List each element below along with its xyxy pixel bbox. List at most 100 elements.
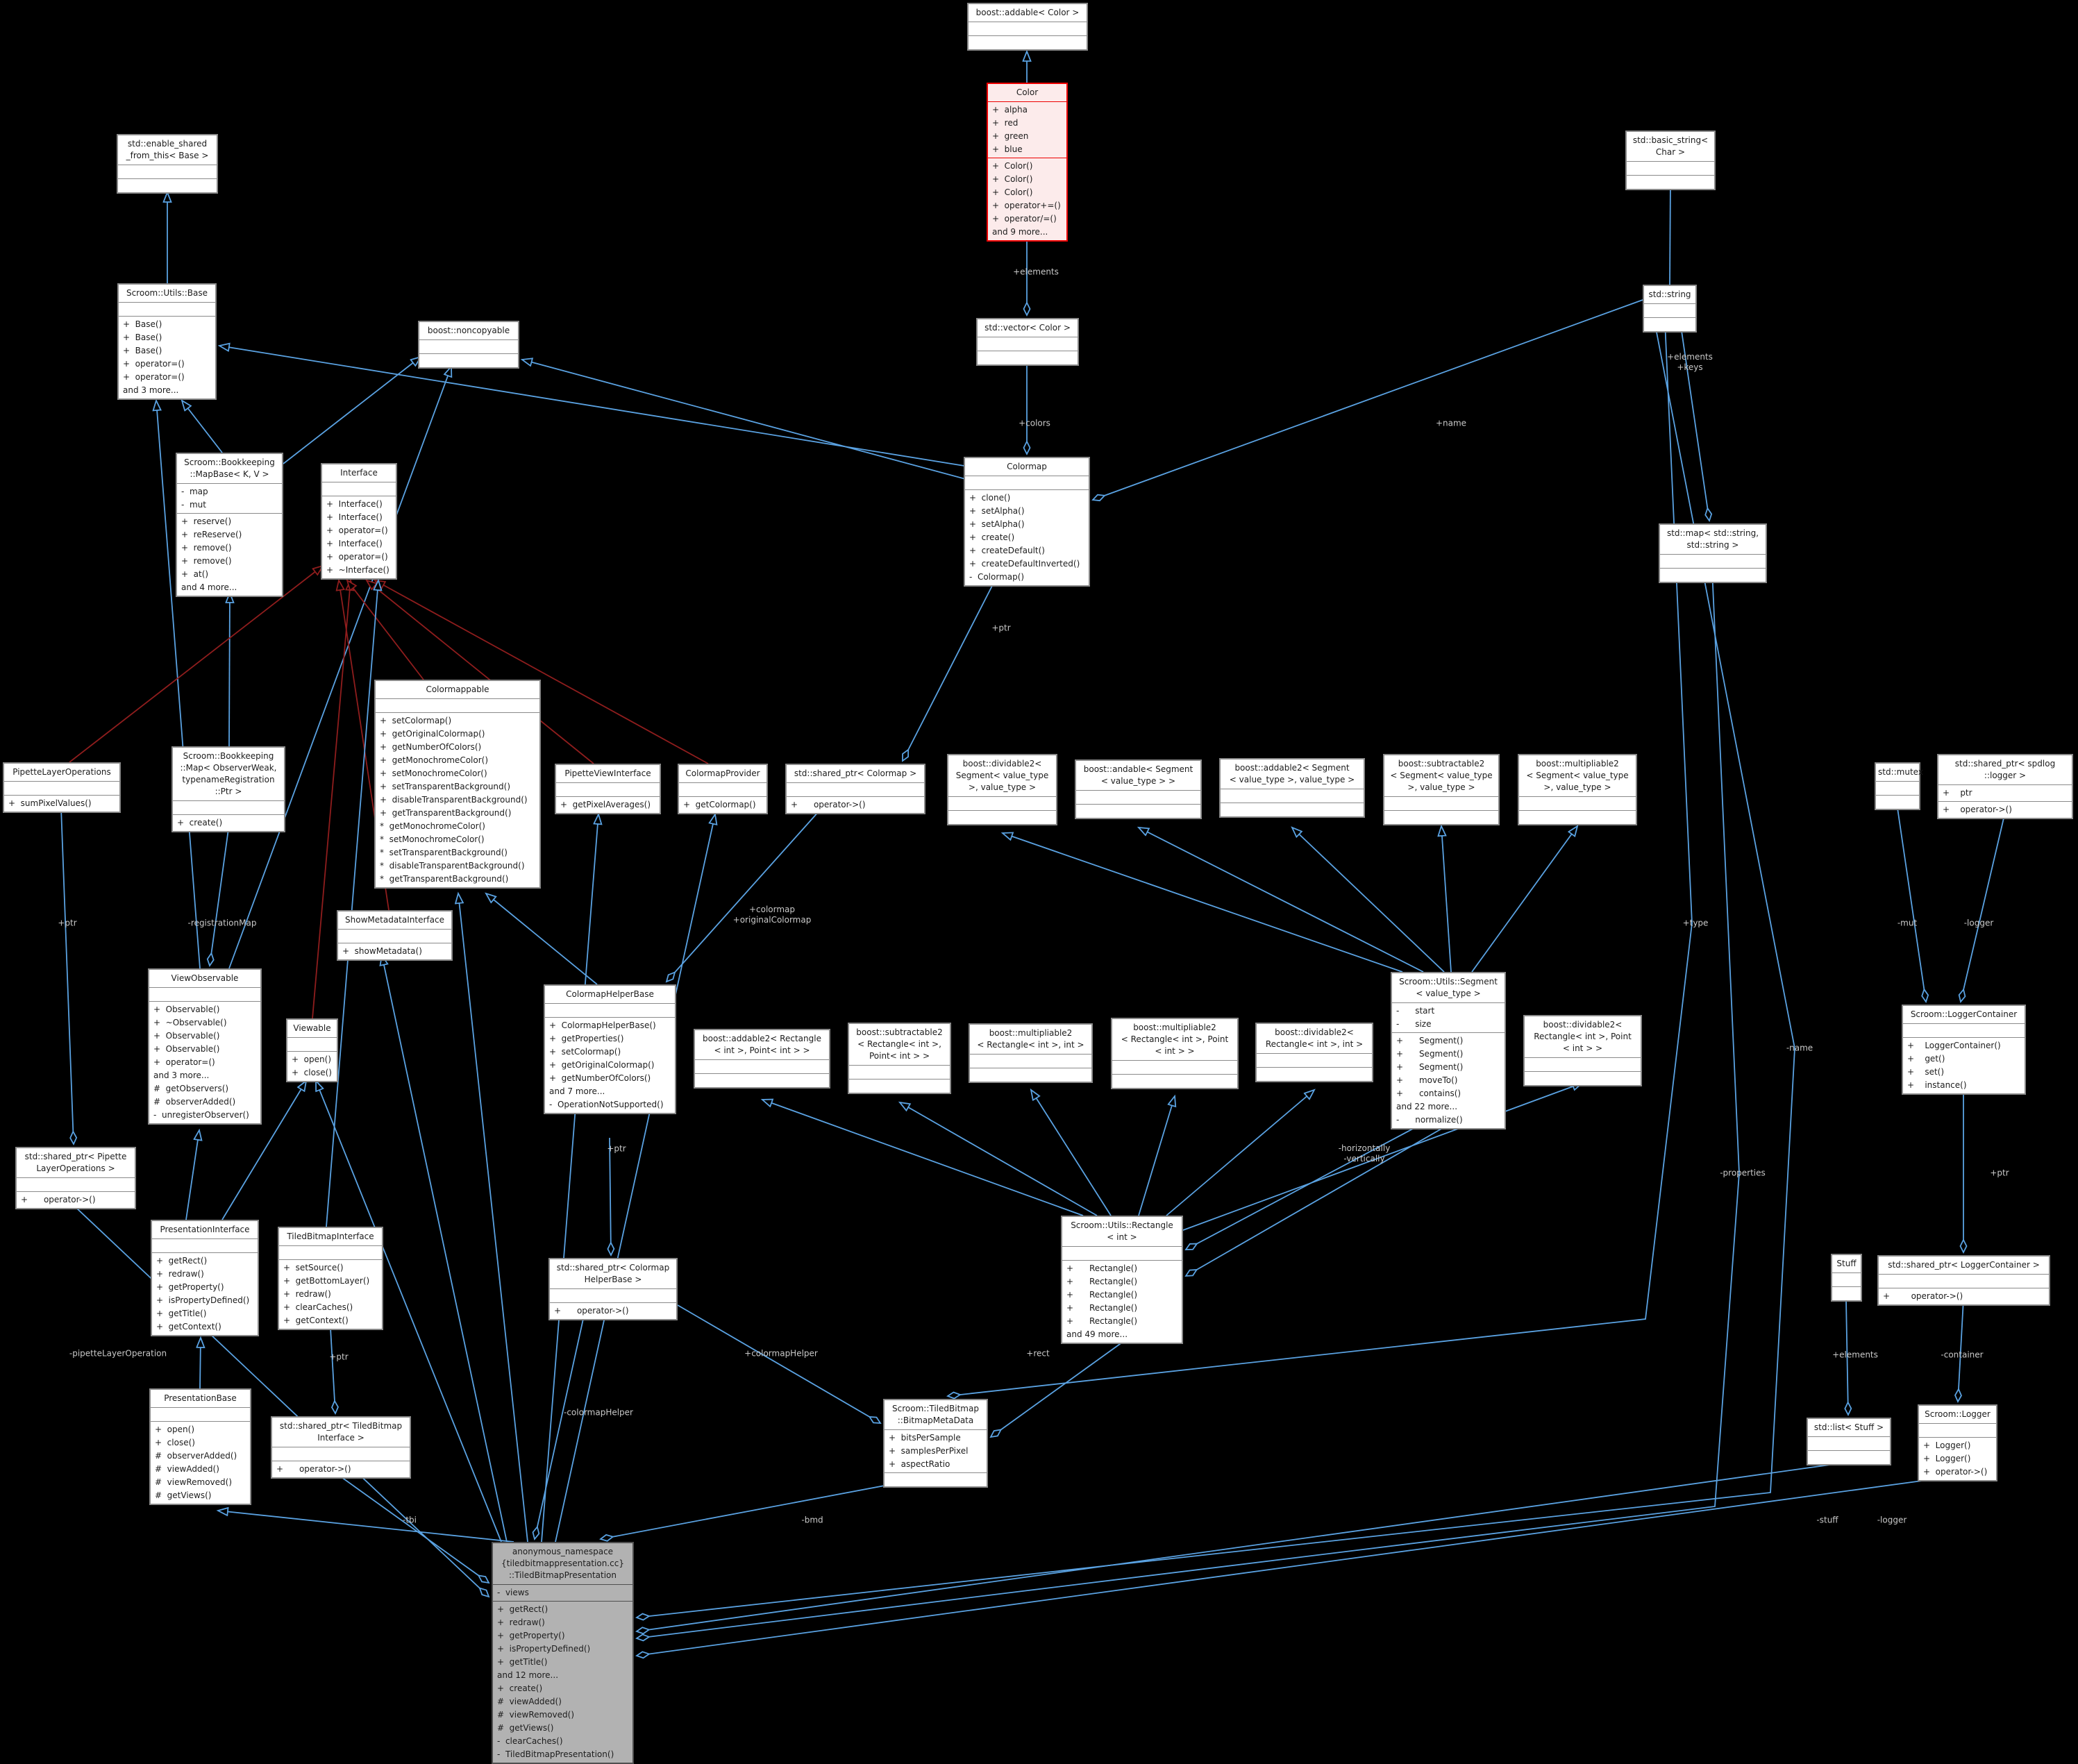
class-noncopyable[interactable]: boost::noncopyable [418, 321, 519, 369]
class-addable_color[interactable]: boost::addable< Color > [967, 3, 1088, 51]
class-viewable[interactable]: Viewable+ open()+ close() [286, 1018, 338, 1082]
method-row: and 7 more... [549, 1086, 605, 1096]
method-row: + Interface() [326, 539, 383, 548]
method-row: and 3 more... [153, 1070, 210, 1080]
class-methods-compartment: + setSource()+ getBottomLayer()+ redraw(… [279, 1260, 382, 1329]
class-pipette_view[interactable]: PipetteViewInterface+ getPixelAverages() [555, 764, 661, 814]
method-row: + Logger() [1923, 1440, 1971, 1450]
class-helper_base[interactable]: ColormapHelperBase+ ColormapHelperBase()… [544, 984, 676, 1114]
class-methods-compartment [419, 354, 518, 367]
class-attrs-compartment [679, 783, 766, 797]
class-main[interactable]: anonymous_namespace {tiledbitmappresenta… [492, 1542, 634, 1764]
edge-mutex-to-logger_container [1897, 807, 1926, 1002]
edge-sp_helper-to-bmd [677, 1304, 880, 1423]
class-mapbase[interactable]: Scroom::Bookkeeping ::MapBase< K, V >- m… [176, 453, 283, 597]
method-row: + getTitle() [497, 1657, 548, 1667]
class-vector_color[interactable]: std::vector< Color > [976, 318, 1079, 366]
class-list_stuff[interactable]: std::list< Stuff > [1807, 1418, 1891, 1465]
class-methods-compartment [1221, 803, 1364, 816]
class-view_obs[interactable]: ViewObservable+ Observable()+ ~Observabl… [148, 968, 262, 1125]
class-methods-compartment [1644, 318, 1695, 331]
class-sp_colormap[interactable]: std::shared_ptr< Colormap >+ operator->(… [785, 764, 925, 814]
method-row: # viewAdded() [155, 1464, 219, 1474]
class-addable2_seg[interactable]: boost::addable2< Segment < value_type >,… [1219, 758, 1365, 818]
method-row: + operator=() [326, 526, 388, 535]
edge-label: -colormapHelper [563, 1407, 634, 1418]
class-colormap[interactable]: Colormap+ clone()+ setAlpha()+ setAlpha(… [964, 457, 1090, 587]
class-pres_iface[interactable]: PresentationInterface+ getRect()+ redraw… [151, 1220, 259, 1336]
class-mult2_rect_int[interactable]: boost::multipliable2 < Rectangle< int >,… [969, 1023, 1093, 1083]
class-andable_seg[interactable]: boost::andable< Segment < value_type > > [1075, 759, 1202, 819]
class-methods-compartment: + Logger()+ Logger()+ operator->() [1919, 1438, 1996, 1480]
class-sub2_seg[interactable]: boost::subtractable2 < Segment< value_ty… [1383, 754, 1500, 825]
class-enable_shared[interactable]: std::enable_shared _from_this< Base > [117, 134, 218, 194]
class-base[interactable]: Scroom::Utils::Base+ Base()+ Base()+ Bas… [117, 283, 217, 400]
class-interface[interactable]: Interface+ Interface()+ Interface()+ ope… [321, 463, 397, 580]
class-mutex[interactable]: std::mutex [1875, 762, 1923, 810]
class-showmeta[interactable]: ShowMetadataInterface+ showMetadata() [337, 910, 453, 961]
class-title: Interface [322, 464, 396, 482]
class-pres_base[interactable]: PresentationBase+ open()+ close()# obser… [149, 1388, 251, 1505]
class-attrs-compartment [1384, 797, 1498, 811]
method-row: and 3 more... [123, 385, 179, 395]
class-methods-compartment: + getRect()+ redraw()+ getProperty()+ is… [493, 1602, 632, 1763]
class-scroom_logger[interactable]: Scroom::Logger+ Logger()+ Logger()+ oper… [1918, 1404, 1997, 1481]
method-row: # getObservers() [153, 1084, 229, 1093]
class-map_std[interactable]: std::map< std::string, std::string > [1659, 523, 1767, 583]
method-row: + getProperties() [549, 1034, 624, 1043]
class-title: anonymous_namespace {tiledbitmappresenta… [493, 1543, 632, 1585]
class-div2_seg[interactable]: boost::dividable2< Segment< value_type >… [947, 754, 1057, 825]
class-logger_container[interactable]: Scroom::LoggerContainer+ LoggerContainer… [1902, 1005, 2026, 1095]
class-string[interactable]: std::string [1643, 285, 1697, 333]
edge-main-to-cm_provider [555, 814, 715, 1543]
class-bk_map[interactable]: Scroom::Bookkeeping ::Map< ObserverWeak,… [171, 746, 285, 832]
class-title: Scroom::Utils::Segment < value_type > [1392, 973, 1505, 1003]
class-colormappable[interactable]: Colormappable+ setColormap()+ getOrigina… [374, 680, 541, 889]
edge-rect-to-sub2_rect [900, 1102, 1098, 1216]
class-sp_spdlog[interactable]: std::shared_ptr< spdlog ::logger >+ ptr+… [1937, 754, 2073, 819]
class-mult2_seg[interactable]: boost::multipliable2 < Segment< value_ty… [1518, 754, 1637, 825]
edge-sp_logger_container-to-scroom_logger [1958, 1299, 1964, 1402]
edge-main-to-pres_base [218, 1511, 514, 1543]
edge-colormap-to-noncopyable [522, 360, 971, 481]
class-tbi[interactable]: TiledBitmapInterface+ setSource()+ getBo… [278, 1227, 383, 1330]
method-row: - clearCaches() [497, 1736, 563, 1746]
class-pipette_ops[interactable]: PipetteLayerOperations+ sumPixelValues() [3, 762, 121, 813]
edge-label: +ptr [607, 1143, 626, 1154]
class-div2_rect_int[interactable]: boost::dividable2< Rectangle< int >, int… [1255, 1023, 1373, 1082]
class-rect[interactable]: Scroom::Utils::Rectangle < int >+ Rectan… [1061, 1216, 1183, 1344]
class-segment[interactable]: Scroom::Utils::Segment < value_type >- s… [1391, 972, 1506, 1129]
class-bmd[interactable]: Scroom::TiledBitmap ::BitmapMetaData+ bi… [883, 1399, 988, 1488]
method-row: - normalize() [1396, 1115, 1463, 1125]
class-sp_tbi[interactable]: std::shared_ptr< TiledBitmap Interface >… [271, 1416, 411, 1479]
class-title: boost::addable2< Segment < value_type >,… [1221, 759, 1364, 789]
edge-label: +elements [1013, 267, 1059, 277]
method-row: + operator=() [326, 552, 388, 562]
method-row: # viewRemoved() [155, 1477, 232, 1487]
class-color[interactable]: Color+ alpha+ red+ green+ blue+ Color()+… [987, 83, 1068, 242]
class-sp_helper[interactable]: std::shared_ptr< Colormap HelperBase >+ … [548, 1258, 678, 1320]
class-cm_provider[interactable]: ColormapProvider+ getColormap() [678, 764, 768, 814]
class-basic_string[interactable]: std::basic_string< Char > [1625, 131, 1716, 190]
edge-label: +type [1682, 918, 1709, 928]
edge-label: +colormapHelper [744, 1348, 818, 1359]
class-attrs-compartment [849, 1066, 950, 1080]
class-add2_rect[interactable]: boost::addable2< Rectangle < int >, Poin… [694, 1029, 830, 1089]
class-stuff[interactable]: Stuff [1831, 1254, 1862, 1302]
method-row: + getOriginalColormap() [549, 1060, 655, 1070]
edge-bk_map-to-view_obs [210, 823, 230, 966]
edge-helper_base-to-sp_helper [610, 1137, 611, 1255]
class-sp_logger_container[interactable]: std::shared_ptr< LoggerContainer >+ oper… [1877, 1255, 2050, 1306]
method-row: + Base() [123, 346, 162, 355]
method-row: + ~Observable() [153, 1018, 227, 1027]
method-row: * setTransparentBackground() [380, 848, 508, 857]
class-methods-compartment [885, 1473, 987, 1486]
class-sub2_rect[interactable]: boost::subtractable2 < Rectangle< int >,… [848, 1023, 951, 1094]
class-sp_pipette_ops[interactable]: std::shared_ptr< Pipette LayerOperations… [15, 1147, 136, 1209]
method-row: + operator->() [21, 1195, 96, 1204]
class-div2_rect_pt[interactable]: boost::dividable2< Rectangle< int >, Poi… [1523, 1015, 1642, 1086]
class-title: boost::multipliable2 < Segment< value_ty… [1519, 755, 1636, 797]
class-mult2_rect_pt[interactable]: boost::multipliable2 < Rectangle< int >,… [1111, 1018, 1239, 1089]
class-title: Scroom::Bookkeeping ::Map< ObserverWeak,… [173, 748, 284, 801]
